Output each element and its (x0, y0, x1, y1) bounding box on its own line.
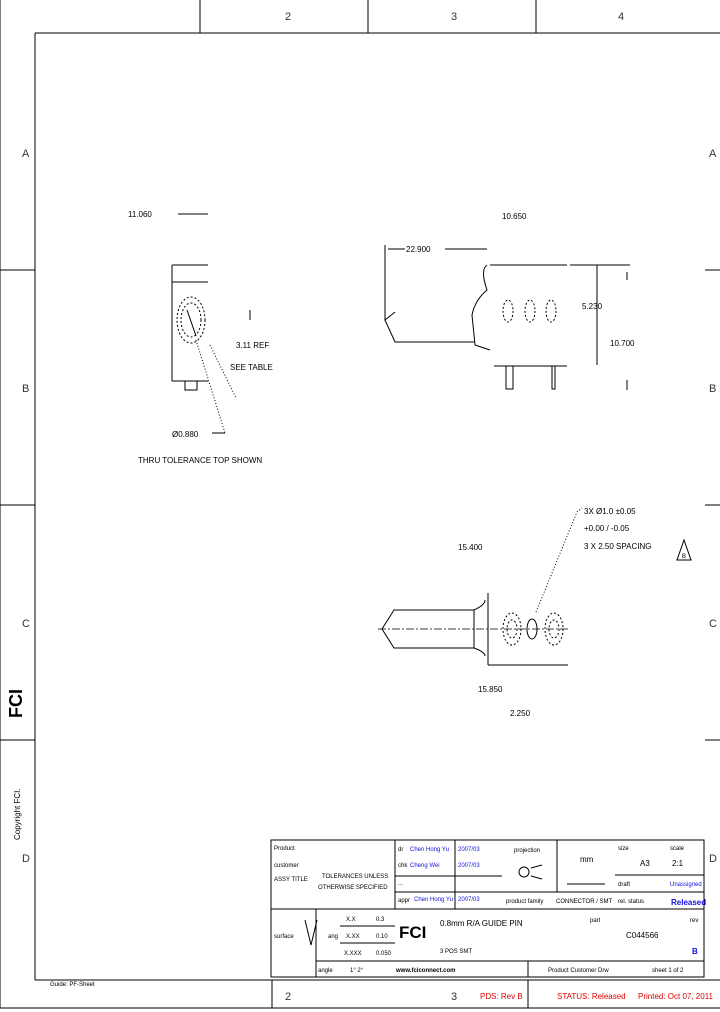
tb-rev-label: rev (690, 918, 698, 924)
side-hole-note: 3.11 REF (236, 341, 269, 350)
footer-printed: Printed: Oct 07, 2011 (638, 992, 714, 1001)
tb-assy-label: ASSY TITLE (274, 877, 308, 883)
tb-size-value: A3 (640, 859, 650, 868)
tb-part-label: part (590, 918, 601, 924)
zone-row-a-right: A (709, 148, 717, 160)
zone-row-d-right: D (709, 853, 717, 865)
top-pitch-dim: 15.850 (478, 685, 503, 694)
zone-col-3-bottom: 3 (451, 991, 457, 1003)
footer-pds: PDS: Rev B (480, 992, 523, 1001)
tb-dr-label: dr (398, 847, 403, 853)
tb-product-customer: Product Customer Drw (548, 968, 609, 974)
tb-appr-name: Chen Hong Yu (414, 897, 453, 903)
tb-tol-val-1: 0.3 (376, 917, 385, 923)
front-overall-height-dim: 10.700 (610, 339, 635, 348)
front-height-dim: 5.230 (582, 302, 603, 311)
top-callout-line3: 3 X 2.50 SPACING (584, 542, 651, 551)
tb-chk-name: Cheng Wei (410, 863, 440, 869)
zone-col-3: 3 (451, 11, 457, 23)
tb-projection-label: projection (514, 848, 540, 854)
tb-dr-name: Chen Hong Yu (410, 847, 449, 853)
title-block (270, 839, 705, 978)
tb-tol-key-2: X.XX (346, 934, 360, 940)
top-callout-flag: B (682, 554, 686, 560)
fci-logo: FCI (399, 923, 426, 942)
tb-customer-label: customer (274, 863, 299, 869)
tb-website: www.fciconnect.com (395, 968, 455, 974)
footer-status: STATUS: Released (557, 992, 626, 1001)
tb-angle-row-label: angle (318, 968, 333, 974)
tb-product-family-value: CONNECTOR / SMT (556, 899, 613, 905)
tb-angle-values: 1° 2° (350, 968, 364, 974)
front-length-dim: 22.900 (406, 245, 431, 254)
copyright-text: Copyright FCI. (13, 788, 22, 840)
tb-tol-val-2: 0.10 (376, 934, 388, 940)
tb-status-label: rel. status (618, 899, 644, 905)
side-hole-dim: Ø0.880 (172, 430, 199, 439)
tb-dr-date: 2007/03 (458, 847, 480, 853)
zone-row-d: D (22, 853, 30, 865)
tb-drawing-value: Unassigned (670, 882, 702, 888)
front-top-dim: 10.650 (502, 212, 527, 221)
tb-tol-val-3: 0.050 (376, 951, 392, 957)
side-width-dim: 11.060 (128, 210, 152, 219)
tb-surface-label: surface (274, 934, 294, 940)
tb-rev-value: B (692, 947, 698, 956)
tb-chk-label: chk (398, 863, 408, 869)
tb-appr-label: appr (398, 898, 410, 904)
side-view (171, 213, 251, 434)
tb-part-number: C044566 (626, 931, 659, 940)
zone-row-c-right: C (709, 618, 717, 630)
tb-tol-key-3: X.XXX (344, 951, 362, 957)
tb-tolerance-note-2: OTHERWISE SPECIFIED (318, 885, 388, 891)
tb-title-line1: 0.8mm R/A GUIDE PIN (440, 919, 523, 928)
zone-row-b-right: B (709, 383, 716, 395)
tb-units: mm (580, 855, 594, 864)
tb-scale-value: 2:1 (672, 859, 684, 868)
zone-row-a: A (22, 148, 30, 160)
fci-logo-text: FCI (6, 689, 26, 718)
tb-product-family-label: product family (506, 899, 543, 905)
fci-logo-side: FCI (6, 689, 26, 718)
tb-angle-label: ang (328, 934, 338, 940)
side-depth-note: SEE TABLE (230, 363, 273, 372)
zone-col-2-bottom: 2 (285, 991, 291, 1003)
top-view (378, 507, 692, 666)
tb-status-value: Released (671, 898, 706, 907)
tb-chk-date: 2007/03 (458, 863, 480, 869)
front-view (384, 245, 630, 390)
tb-tolerance-note-1: TOLERANCES UNLESS (322, 874, 388, 880)
zone-row-c: C (22, 618, 30, 630)
tb-scale-label: scale (670, 846, 685, 852)
zone-col-4: 4 (618, 11, 624, 23)
top-span-dim: 2.250 (510, 709, 531, 718)
tb-tol-key-1: X.X (346, 917, 356, 923)
tb-drawing-label: draft (618, 882, 630, 888)
tb-size-label: size (618, 846, 629, 852)
side-bottom-note: THRU TOLERANCE TOP SHOWN (138, 456, 262, 465)
tb-sheet: sheet 1 of 2 (652, 968, 684, 974)
tb-row3-label: ... (398, 881, 403, 887)
tb-title-line2: 3 POS SMT (440, 949, 472, 955)
zone-row-b: B (22, 383, 29, 395)
top-offset-dim: 15.400 (458, 543, 483, 552)
zone-col-2: 2 (285, 11, 291, 23)
footer-left-note: Guide: PF-Sheet (50, 982, 95, 988)
tb-appr-date: 2007/03 (458, 897, 480, 903)
tb-product-label: Product (274, 846, 295, 852)
top-callout-line1: 3X Ø1.0 ±0.05 (584, 507, 636, 516)
top-callout-line2: +0.00 / -0.05 (584, 524, 630, 533)
